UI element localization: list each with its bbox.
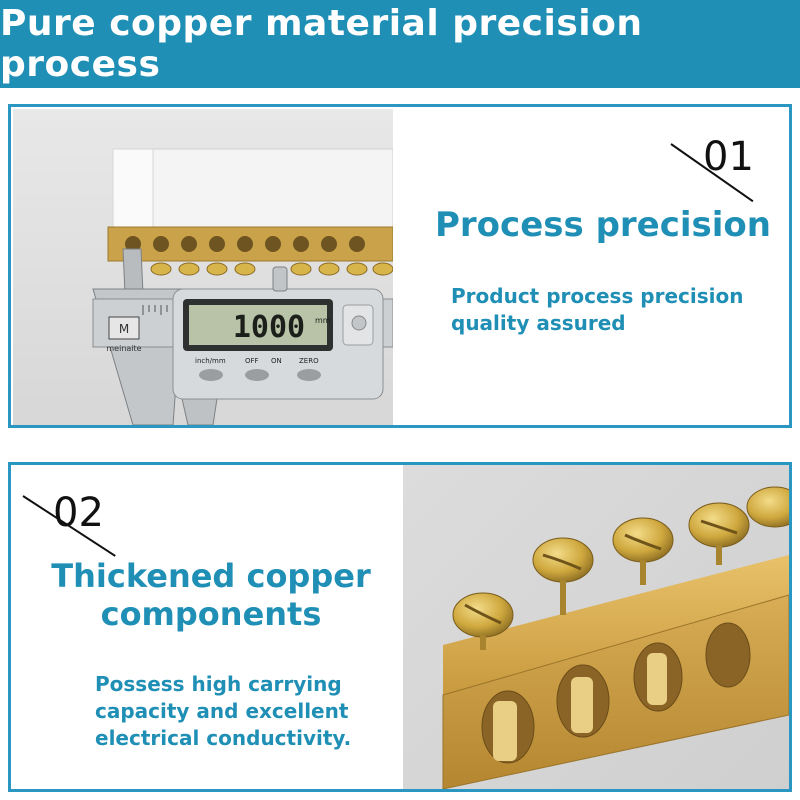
- section-body: Product process precision quality assure…: [451, 284, 744, 335]
- section-heading: Process precision: [435, 205, 771, 245]
- caliper-btn-on: ON: [271, 357, 282, 365]
- caliper-reading: 1000: [233, 310, 305, 345]
- section-process-precision: M meinaite 1000 mm inch/mm OFF ON ZERO 0…: [8, 104, 792, 428]
- section-number: 01: [703, 134, 754, 180]
- section-thickened-copper: 02 Thickened copper components Possess h…: [8, 462, 792, 792]
- caliper-btn-zero: ZERO: [299, 357, 319, 365]
- caliper-brand: meinaite: [106, 344, 141, 353]
- svg-text:M: M: [119, 322, 129, 336]
- caliper-illustration: M meinaite 1000 mm inch/mm OFF ON ZERO: [92, 148, 393, 425]
- page-title: Pure copper material precision process: [0, 3, 643, 85]
- caliper-photo: M meinaite 1000 mm inch/mm OFF ON ZERO: [13, 109, 393, 425]
- section-heading: Thickened copper components: [51, 557, 371, 634]
- caliper-btn-off: OFF: [245, 357, 259, 365]
- section-number: 02: [53, 490, 104, 536]
- top-banner: Pure copper material precision process: [0, 0, 800, 88]
- copper-bar-photo: [403, 465, 789, 789]
- caliper-unit: mm: [315, 316, 331, 325]
- caliper-btn-inch: inch/mm: [195, 357, 226, 365]
- section-body: Possess high carrying capacity and excel…: [95, 672, 352, 750]
- copper-bar-illustration: [442, 486, 789, 789]
